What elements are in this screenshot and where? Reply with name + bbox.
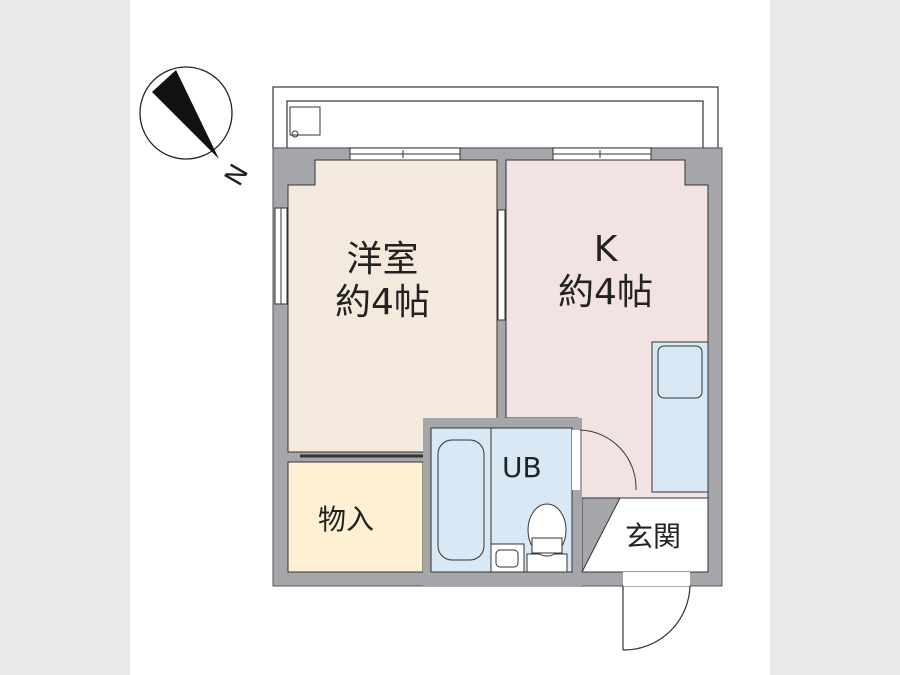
left-margin (0, 0, 130, 675)
entrance-label: 玄関 (625, 520, 682, 553)
kitchen-size: 約4帖 (558, 272, 653, 314)
western-room (287, 159, 498, 453)
compass-icon (139, 66, 233, 160)
kitchen-name: K (593, 229, 618, 270)
bathtub-icon (437, 439, 485, 561)
bath-label: UB (502, 451, 542, 484)
western-room-name: 洋室 (346, 239, 419, 280)
kitchen-sink-icon (657, 345, 703, 399)
bath-door[interactable] (572, 430, 580, 490)
balcony (272, 86, 719, 149)
western-room-label: 洋室約4帖 (335, 238, 430, 324)
right-margin (770, 0, 900, 675)
sliding-door[interactable] (497, 209, 506, 321)
toilet-icon (526, 503, 568, 573)
windows (274, 147, 652, 305)
entrance-door[interactable] (622, 572, 691, 651)
storage-room (287, 461, 424, 573)
storage-label: 物入 (318, 503, 375, 536)
western-room-size: 約4帖 (335, 282, 430, 324)
outdoor-unit-icon (289, 106, 321, 136)
